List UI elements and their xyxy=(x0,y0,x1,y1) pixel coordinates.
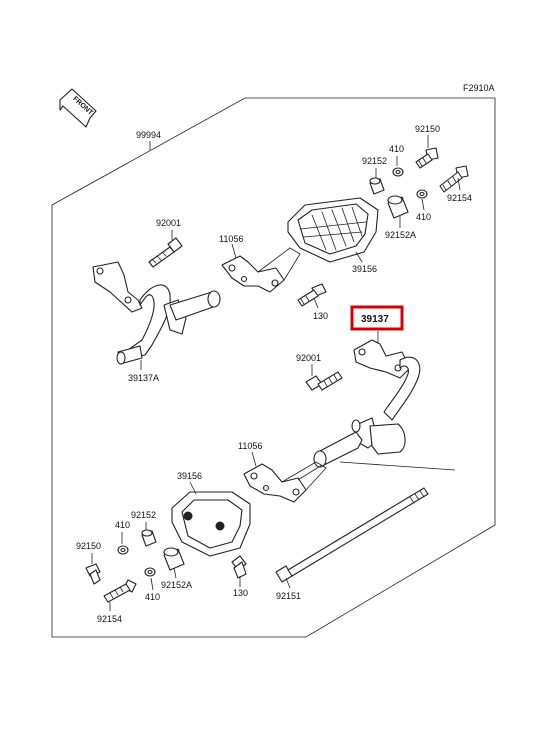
kit-boundary xyxy=(51,97,496,638)
spacer-92152A-top xyxy=(387,195,409,219)
collar-92152-bot xyxy=(141,529,157,547)
leader-11056-bot xyxy=(251,451,257,467)
callout-11056-top: 11056 xyxy=(219,234,243,244)
callout-410-top-b: 410 xyxy=(416,212,431,222)
leader-410-bot-b xyxy=(150,577,154,591)
leader-11056-top xyxy=(231,243,237,259)
callout-92151: 92151 xyxy=(276,591,301,601)
callout-39137: 39137 xyxy=(361,314,389,325)
mount-11056-top xyxy=(221,247,301,293)
callout-92152A-top: 92152A xyxy=(385,230,416,240)
guide-line-1 xyxy=(339,461,456,471)
callout-92152-top: 92152 xyxy=(362,156,387,166)
bolt-92150-bot xyxy=(85,563,101,585)
washer-410-bot-b xyxy=(144,567,156,577)
bolt-92154-top xyxy=(439,165,469,193)
front-arrow-icon: FRONT xyxy=(59,88,97,128)
bolt-130-top xyxy=(297,283,327,307)
collar-92152-top xyxy=(369,177,385,195)
leader-39156-top xyxy=(355,251,363,263)
callout-410-bot-b: 410 xyxy=(145,592,160,602)
leader-92152A-bot xyxy=(173,567,177,579)
callout-39137A: 39137A xyxy=(128,373,159,383)
leader-92151 xyxy=(285,577,291,589)
cover-39156-top xyxy=(287,197,379,263)
callout-92150-top: 92150 xyxy=(415,124,440,134)
figure-code: F2910A xyxy=(463,83,495,93)
washer-410-bot-a xyxy=(117,545,129,555)
washer-410-top-b xyxy=(416,189,428,199)
leader-39156-bot xyxy=(189,481,197,495)
callout-92150-bot: 92150 xyxy=(76,541,101,551)
leader-130-top xyxy=(313,297,319,309)
bolt-92150-top xyxy=(415,147,439,169)
bracket-39137A xyxy=(92,261,221,365)
bracket-39137 xyxy=(313,339,421,468)
callout-99994: 99994 xyxy=(136,130,161,140)
bolt-92151 xyxy=(275,487,429,583)
mount-11056-bot xyxy=(243,461,327,503)
leader-92154-top xyxy=(457,177,461,191)
washer-410-top-a xyxy=(392,167,404,177)
bolt-130-bot xyxy=(231,555,247,579)
callout-92152A-bot: 92152A xyxy=(161,580,192,590)
callout-39156-top: 39156 xyxy=(352,264,377,274)
bolt-92001-mid xyxy=(305,371,343,391)
callout-130-bot: 130 xyxy=(233,588,248,598)
callout-410-top-a: 410 xyxy=(389,144,404,154)
guide-line-2 xyxy=(297,464,323,481)
callout-92001-top: 92001 xyxy=(156,218,181,228)
callout-92152-bot: 92152 xyxy=(131,510,156,520)
callout-410-bot-a: 410 xyxy=(115,520,130,530)
callout-11056-bot: 11056 xyxy=(238,441,262,451)
bolt-92001-top xyxy=(148,237,183,268)
callout-92154-bot: 92154 xyxy=(97,614,122,624)
bolt-92154-bot xyxy=(103,579,137,603)
highlight-box-39137 xyxy=(350,305,404,331)
callout-92154-top: 92154 xyxy=(447,193,472,203)
cover-39156-bot xyxy=(171,491,251,557)
callout-130-top: 130 xyxy=(313,311,328,321)
leader-410-top-b xyxy=(421,198,425,211)
callout-39156-bot: 39156 xyxy=(177,471,202,481)
callout-92001-mid: 92001 xyxy=(296,353,321,363)
spacer-92152A-bot xyxy=(163,547,185,571)
